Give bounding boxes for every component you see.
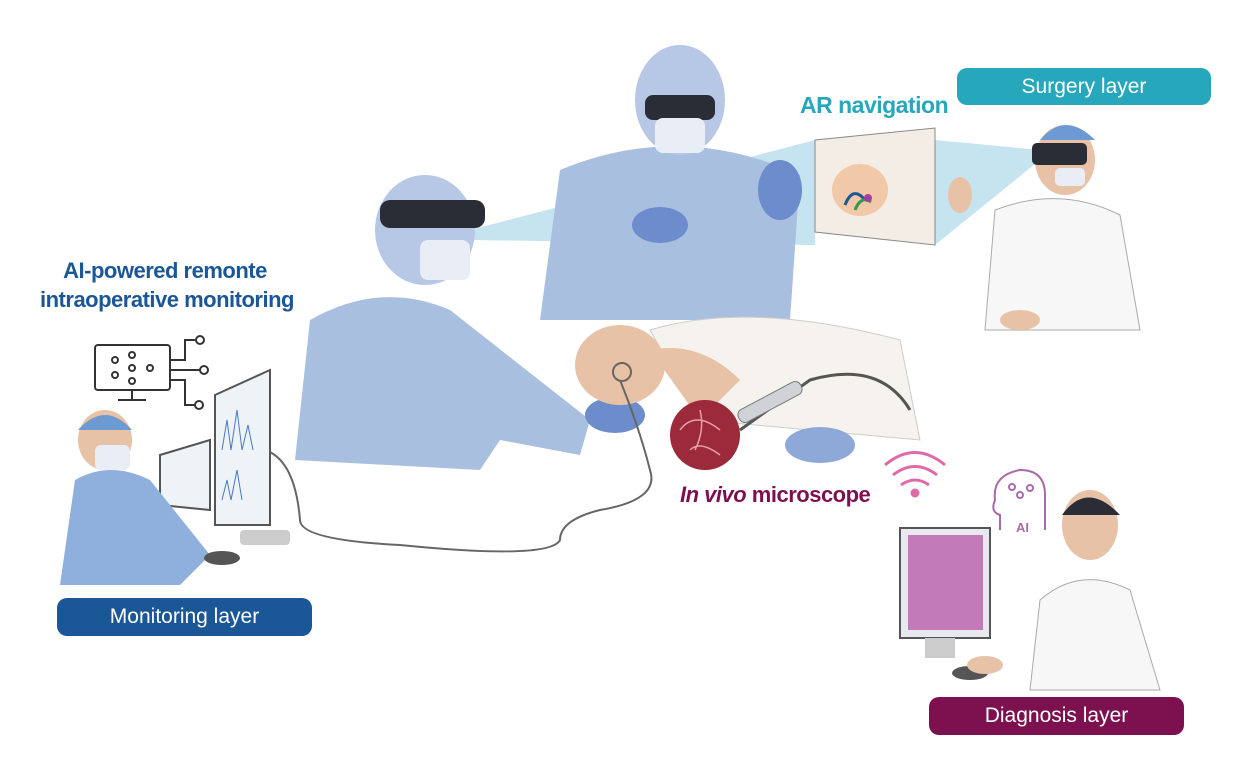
diagnosis-layer-badge: Diagnosis layer: [929, 697, 1184, 735]
neural-network-monitor-icon: [94, 335, 209, 410]
monitoring-layer-badge: Monitoring layer: [57, 598, 312, 636]
ai-head-icon: [992, 468, 1046, 530]
ar-projection-beam-right: [935, 140, 1040, 245]
surgery-layer-doctor: [948, 125, 1141, 331]
monitoring-title-line1: AI-powered remonte: [63, 258, 267, 283]
standing-surgeon: [540, 45, 802, 320]
monitoring-title: AI-powered remonte intraoperative monito…: [40, 256, 294, 314]
probe-cable: [264, 379, 653, 553]
microscope-text: microscope: [746, 482, 871, 507]
ai-badge: AI: [1016, 520, 1029, 535]
seated-surgeon: [295, 175, 645, 470]
diagnosis-workstation: [899, 490, 1161, 691]
in-vivo-microscope: [670, 372, 912, 470]
monitoring-workstation: [60, 368, 290, 585]
ar-navigation-label: AR navigation: [800, 92, 949, 118]
wireless-signal-icon: [884, 451, 946, 498]
in-vivo-italic: In vivo: [680, 482, 747, 507]
monitoring-title-line2: intraoperative monitoring: [40, 287, 294, 312]
ar-navigation-panel: [814, 127, 936, 246]
surgery-layer-badge: Surgery layer: [957, 68, 1211, 105]
in-vivo-microscope-label: In vivo microscope: [680, 482, 871, 508]
